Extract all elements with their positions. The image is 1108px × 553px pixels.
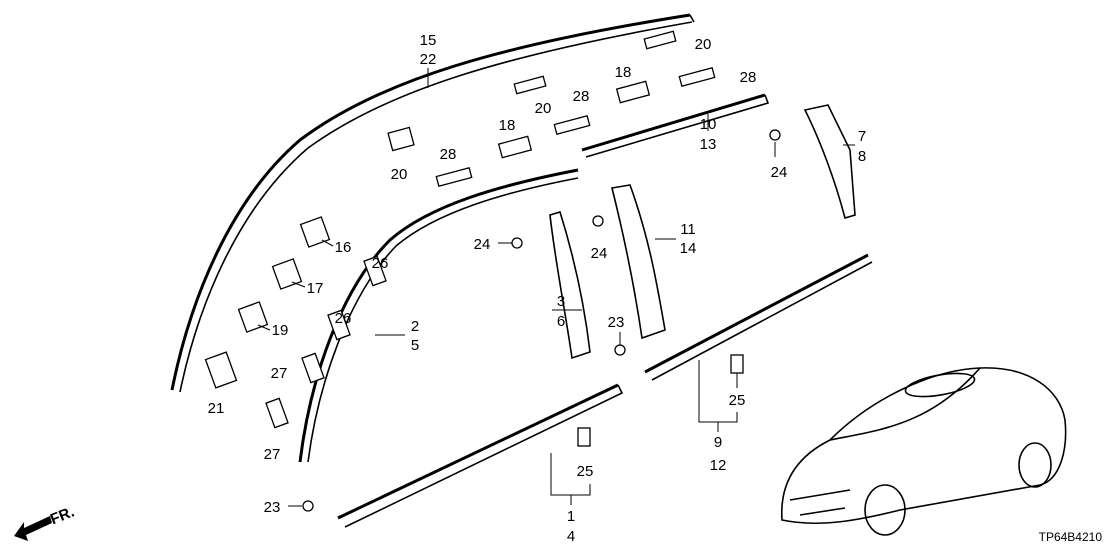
callout-1: 1: [567, 508, 575, 525]
callout-22: 22: [420, 51, 437, 68]
callout-23: 23: [608, 314, 625, 331]
front-label: FR.: [48, 503, 77, 528]
clips: [204, 30, 744, 447]
callout-13: 13: [700, 136, 717, 153]
callout-3: 3: [557, 293, 565, 310]
callout-27: 27: [264, 446, 281, 463]
front-pillar-molding: [298, 168, 579, 463]
callout-6: 6: [557, 313, 565, 330]
callout-18: 18: [615, 64, 632, 81]
leader-lines: [257, 68, 855, 507]
callout-15: 15: [420, 32, 437, 49]
callout-20: 20: [535, 100, 552, 117]
roof-molding: [170, 13, 695, 393]
pillar-garnish-rear: [611, 184, 666, 340]
callout-16: 16: [335, 239, 352, 256]
callout-28: 28: [440, 146, 457, 163]
callout-10: 10: [700, 116, 717, 133]
callout-21: 21: [208, 400, 225, 417]
callout-28: 28: [740, 69, 757, 86]
callout-20: 20: [695, 36, 712, 53]
callout-26: 26: [372, 255, 389, 272]
callout-11: 11: [680, 221, 696, 238]
callout-24: 24: [474, 236, 491, 253]
callout-5: 5: [411, 337, 419, 354]
callout-20: 20: [391, 166, 408, 183]
diagram-code: TP64B4210: [1039, 530, 1103, 544]
callout-25: 25: [729, 392, 746, 409]
callout-24: 24: [591, 245, 608, 262]
callout-18: 18: [499, 117, 516, 134]
callout-26: 26: [335, 310, 352, 327]
callout-labels: 15 22 20 18 28 20 28 18 10 13 7 8 24 20 …: [208, 32, 867, 545]
quarter-window-garnish: [803, 104, 856, 220]
callout-27: 27: [271, 365, 288, 382]
callout-14: 14: [680, 240, 697, 257]
screws: [302, 129, 781, 512]
callout-12: 12: [710, 457, 727, 474]
callout-2: 2: [411, 318, 419, 335]
callout-7: 7: [858, 128, 866, 145]
door-sash-molding: [581, 93, 770, 158]
callout-28: 28: [573, 88, 590, 105]
callout-4: 4: [567, 528, 575, 545]
callout-8: 8: [858, 148, 866, 165]
callout-17: 17: [307, 280, 324, 297]
callout-19: 19: [272, 322, 289, 339]
front-direction-arrow-icon: FR.: [14, 503, 77, 541]
callout-24: 24: [771, 164, 788, 181]
rear-belt-molding: [644, 253, 873, 381]
callout-25: 25: [577, 463, 594, 480]
vehicle-illustration: [780, 367, 1067, 536]
pillar-garnish-front: [549, 211, 591, 360]
callout-9: 9: [714, 434, 722, 451]
front-belt-molding: [337, 383, 624, 528]
callout-23: 23: [264, 499, 281, 516]
